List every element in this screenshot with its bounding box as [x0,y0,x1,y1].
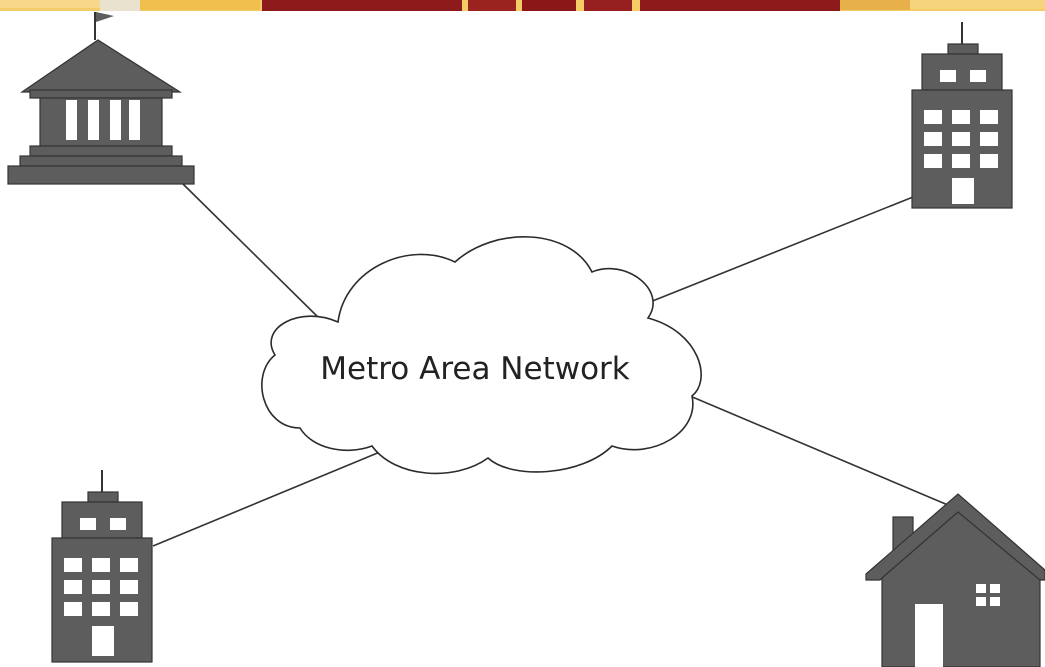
link-government [182,183,326,325]
link-office-bottom-left [152,446,393,547]
top-banner-strip [0,0,1045,11]
network-label: Metro Area Network [320,351,630,387]
government-building-icon [7,12,195,185]
link-office-top-right [644,196,914,305]
network-cloud: Metro Area Network [261,236,702,475]
office-building-icon [51,470,153,663]
link-house [689,395,956,509]
house-icon [865,493,1045,667]
office-building-icon [911,22,1013,209]
